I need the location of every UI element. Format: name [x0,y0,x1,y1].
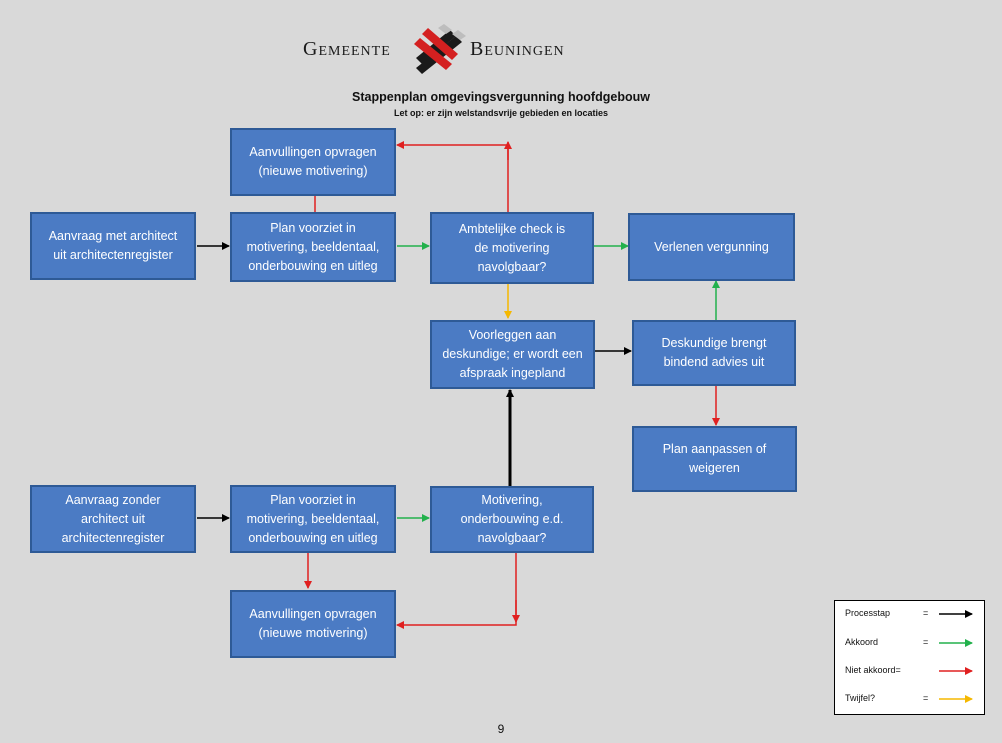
arrow-motivering-to-aanvullingen-bottom [396,553,517,629]
legend-arrows [939,610,973,703]
box-plan-voorziet-top: Plan voorziet in motivering, beeldentaal… [230,212,396,282]
legend: Processtap = Akkoord = Niet akkoord= Twi… [834,600,985,715]
page-number: 9 [497,722,505,736]
box-aanvullingen-bottom: Aanvullingen opvragen (nieuwe motivering… [230,590,396,658]
box-deskundige-advies: Deskundige brengt bindend advies uit [632,320,796,386]
box-aanvraag-zonder-architect: Aanvraag zonder architect uit architecte… [30,485,196,553]
legend-label-twijfel: Twijfel? [845,693,876,703]
org-name-left: Gemeente [303,38,391,60]
box-aanvullingen-top: Aanvullingen opvragen (nieuwe motivering… [230,128,396,196]
box-plan-voorziet-bottom: Plan voorziet in motivering, beeldentaal… [230,485,396,553]
legend-label-akkoord: Akkoord [845,637,879,647]
box-voorleggen-deskundige: Voorleggen aan deskundige; er wordt een … [430,320,595,389]
box-plan-aanpassen: Plan aanpassen of weigeren [632,426,797,492]
legend-eq-akkoord: = [923,637,929,647]
box-motivering-navolgbaar: Motivering, onderbouwing e.d. navolgbaar… [430,486,594,553]
legend-label-niet-akkoord: Niet akkoord= [845,665,901,675]
box-verlenen-vergunning: Verlenen vergunning [628,213,795,281]
legend-label-processtap: Processtap [845,608,891,618]
box-ambtelijke-check: Ambtelijke check is de motivering navolg… [430,212,594,284]
page-subtitle: Let op: er zijn welstandsvrije gebieden … [393,108,609,118]
page-title: Stappenplan omgevingsvergunning hoofdgeb… [352,90,650,104]
municipality-logo-icon [414,24,466,74]
legend-eq-twijfel: = [923,693,929,703]
legend-eq-processtap: = [923,608,929,618]
box-aanvraag-met-architect: Aanvraag met architect uit architectenre… [30,212,196,280]
org-name-right: Beuningen [470,38,565,60]
arrow-check-to-aanvullingen-top [396,141,509,213]
